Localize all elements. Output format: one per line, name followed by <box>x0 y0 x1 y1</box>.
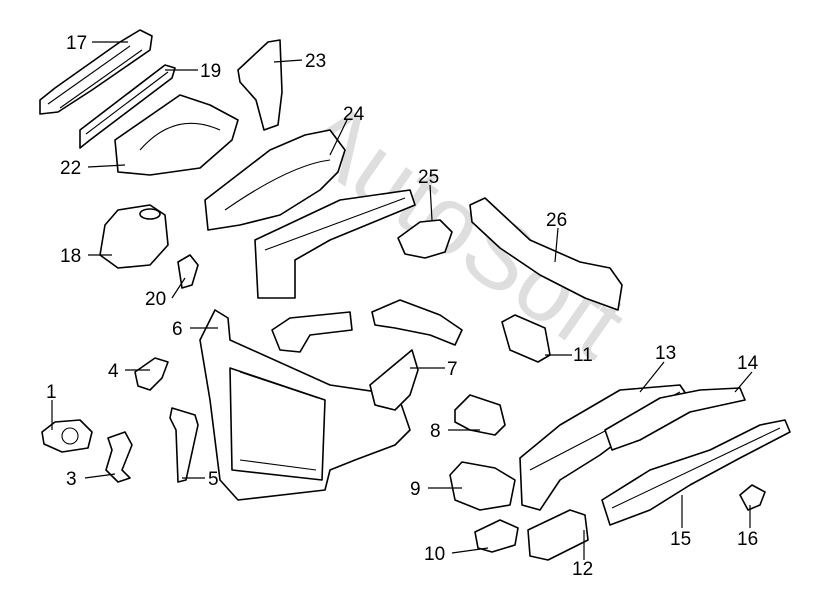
part-20-sensor <box>177 254 199 289</box>
part-24-inner-wing <box>204 129 346 231</box>
part-5-strut <box>169 407 199 483</box>
callout-16: 16 <box>737 529 758 550</box>
callout-23: 23 <box>305 51 326 72</box>
part-12-channel <box>527 509 589 561</box>
callout-labels: 17 19 22 23 24 18 20 25 26 6 7 4 1 3 5 8… <box>46 33 759 580</box>
leader-lines <box>51 41 753 560</box>
part-8-bracket <box>454 394 506 436</box>
part-10-block <box>474 519 519 553</box>
part-17-rail <box>39 29 153 115</box>
callout-22: 22 <box>60 158 81 179</box>
part-16-clip <box>739 484 766 511</box>
callout-9: 9 <box>410 479 421 500</box>
callout-1: 1 <box>46 382 57 403</box>
part-14-rail <box>604 387 746 451</box>
callout-8: 8 <box>430 421 441 442</box>
callout-11: 11 <box>573 345 593 366</box>
part-26-member <box>469 197 623 311</box>
callout-14: 14 <box>737 353 759 374</box>
callout-7: 7 <box>447 359 458 380</box>
part-22-wheelarch-panel <box>114 94 239 176</box>
callout-15: 15 <box>670 529 691 550</box>
callout-19: 19 <box>200 61 221 82</box>
callout-18: 18 <box>60 246 81 267</box>
part-1-mount <box>41 419 93 453</box>
callout-4: 4 <box>108 361 119 382</box>
part-18-reservoir <box>99 204 169 269</box>
callout-6: 6 <box>172 319 183 340</box>
callout-17: 17 <box>66 33 87 54</box>
callout-24: 24 <box>343 104 365 125</box>
part-9-bracket <box>449 461 516 511</box>
part-3-bracket <box>105 431 133 483</box>
callout-3: 3 <box>66 469 77 490</box>
callout-13: 13 <box>655 343 676 364</box>
callout-26: 26 <box>546 210 567 231</box>
part-6-radiator-support <box>199 309 411 501</box>
cross-member <box>254 189 416 299</box>
part-25-bracket <box>397 219 453 259</box>
callout-20: 20 <box>145 289 166 310</box>
callout-25: 25 <box>418 167 439 188</box>
part-7-duct <box>369 349 419 411</box>
callout-5: 5 <box>208 469 219 490</box>
part-15-rail <box>601 419 791 526</box>
part-23-bracket <box>237 39 283 131</box>
callout-12: 12 <box>572 559 593 580</box>
callout-10: 10 <box>424 544 445 565</box>
part-4-clip <box>134 357 169 391</box>
air-duct <box>271 299 463 353</box>
part-19-strip <box>79 64 176 149</box>
